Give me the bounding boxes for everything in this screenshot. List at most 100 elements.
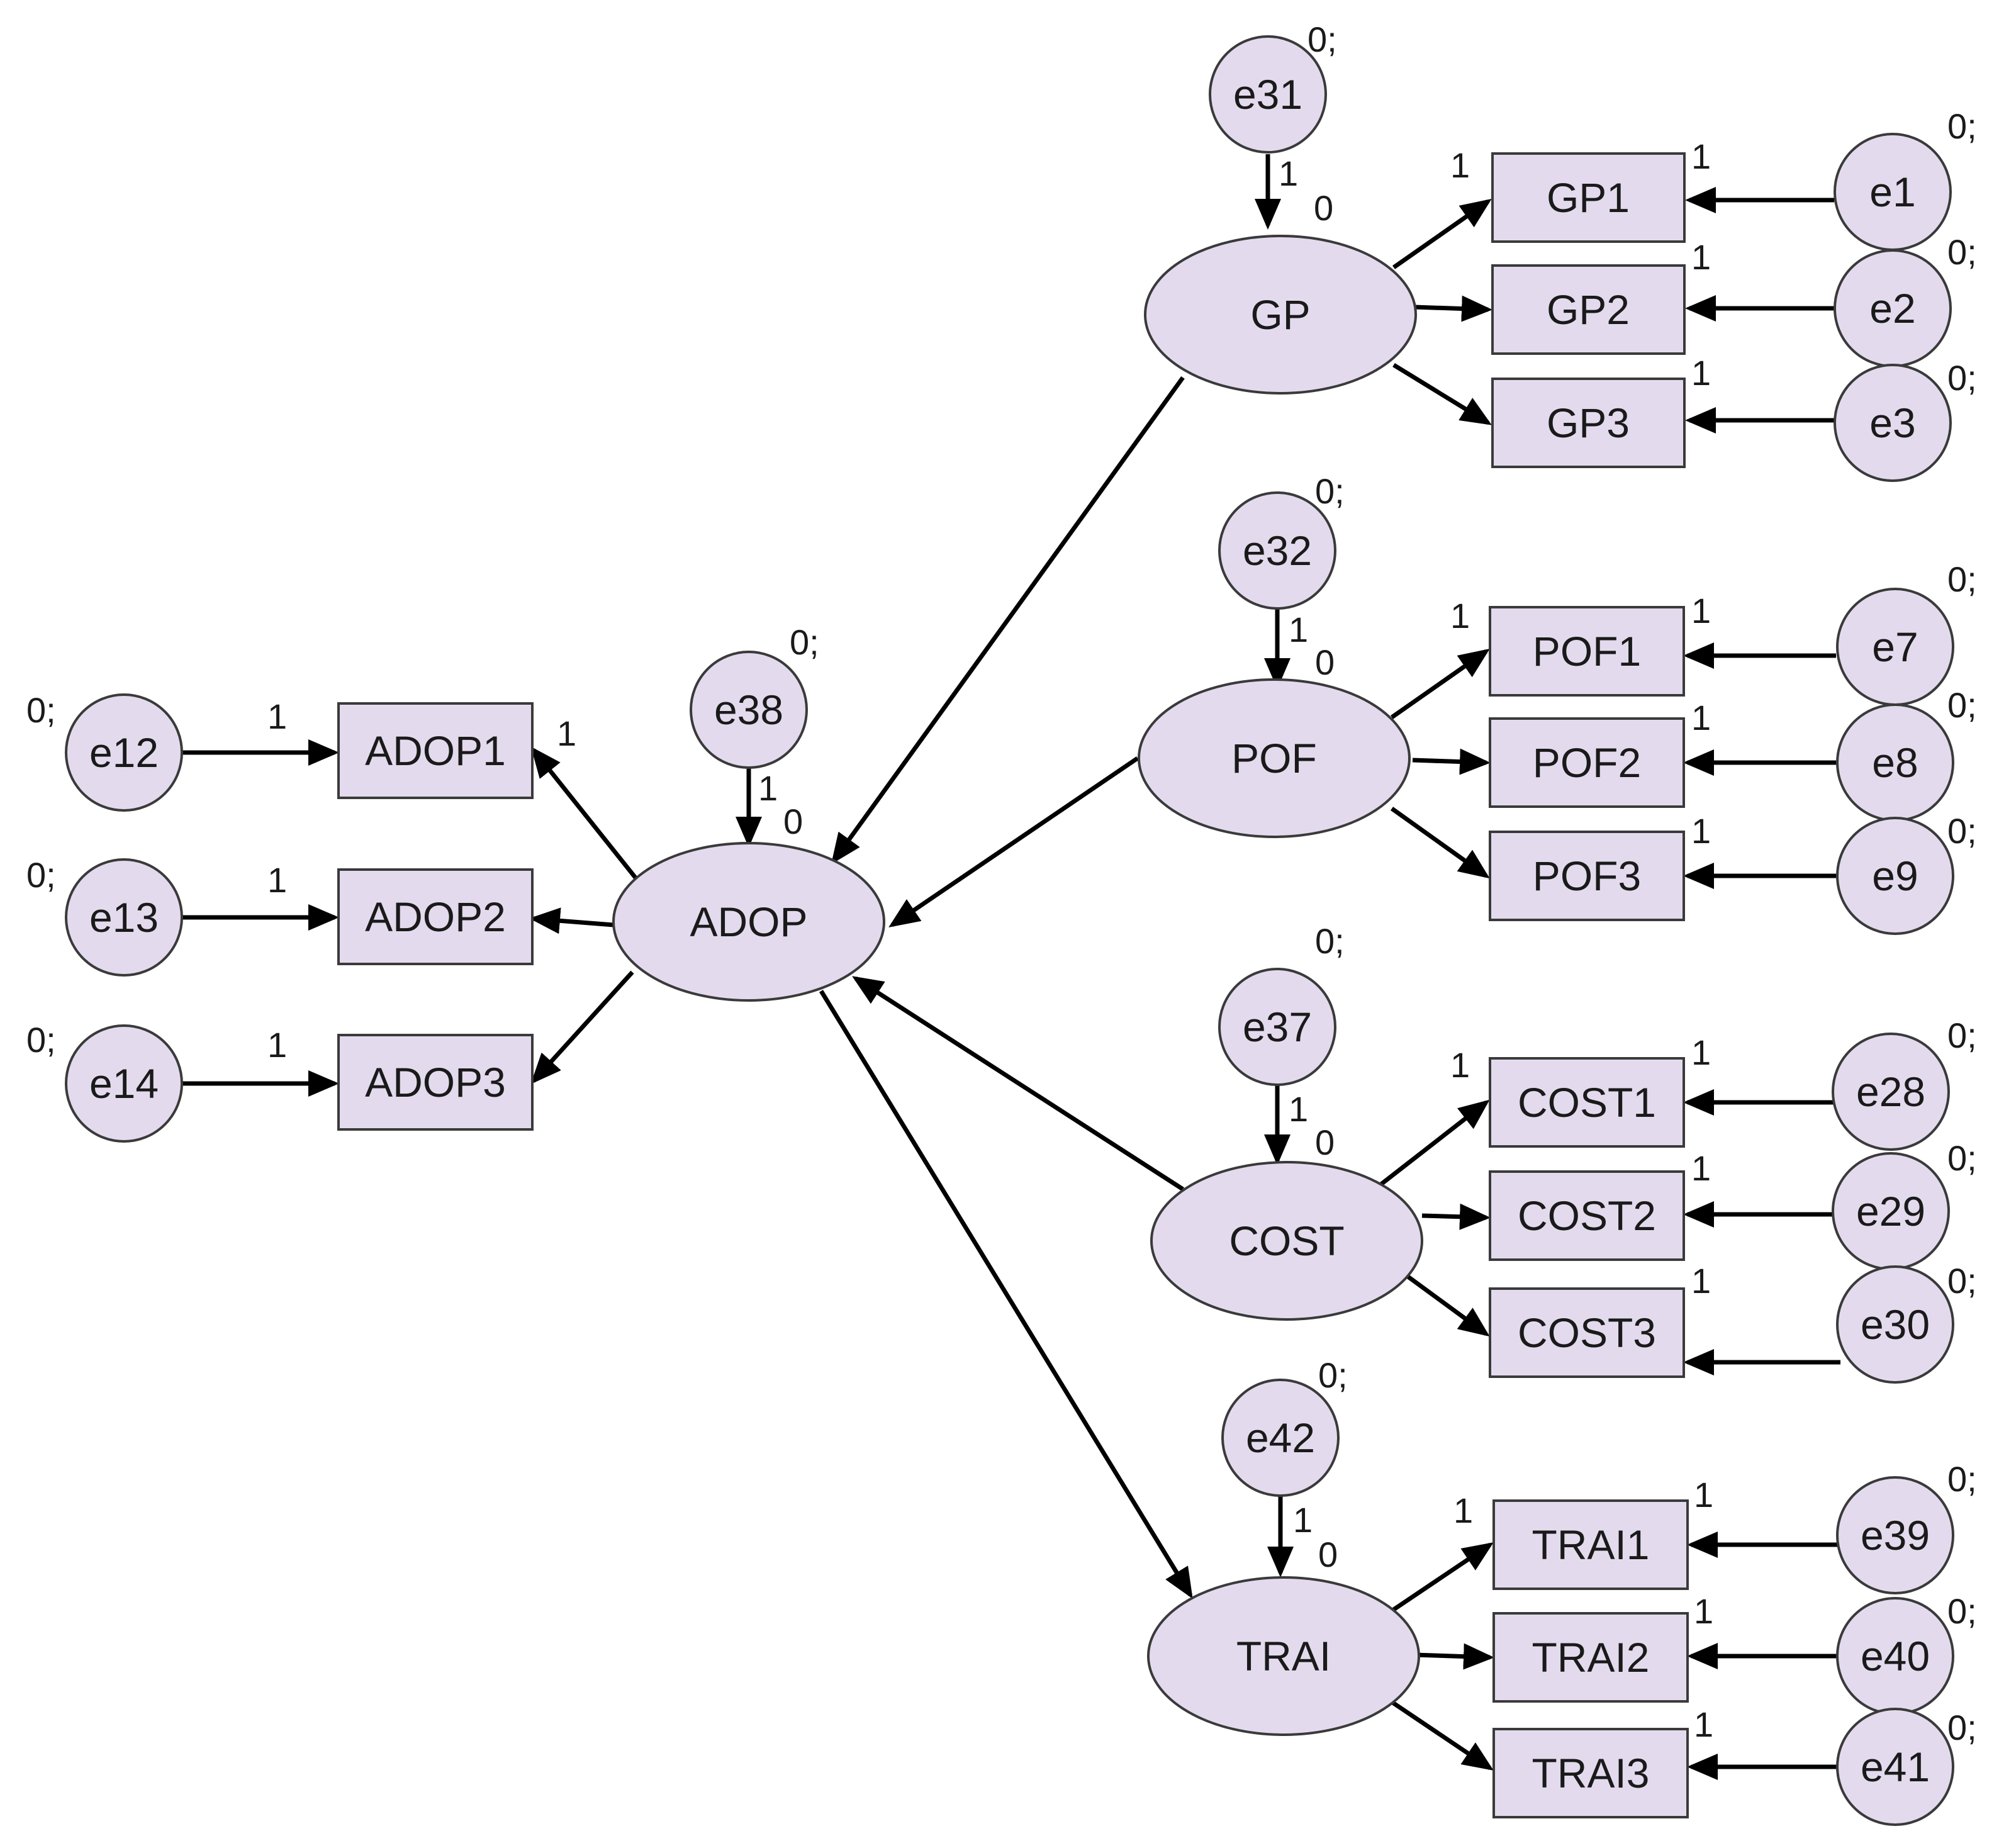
- error-e42[interactable]: e42: [1221, 1379, 1340, 1497]
- observed-trai3-box: [1492, 1728, 1689, 1818]
- error-e39-circle: [1836, 1476, 1954, 1594]
- edge-adop-adop3: [530, 970, 634, 1085]
- error-weight-e2-gp2: 1: [1691, 237, 1711, 277]
- observed-gp2-box: [1491, 264, 1686, 355]
- latent-cost[interactable]: COST: [1150, 1161, 1423, 1321]
- variance-label-e38: 0;: [790, 622, 819, 662]
- error-e30-circle: [1836, 1265, 1954, 1384]
- observed-trai2[interactable]: TRAI2: [1492, 1612, 1689, 1703]
- latent-adop[interactable]: ADOP: [612, 842, 885, 1002]
- loading-label-cost-cost1: 1: [1450, 1045, 1470, 1085]
- error-weight-e40-trai2: 1: [1694, 1591, 1713, 1631]
- error-e13-label: e13: [89, 894, 159, 941]
- error-e8[interactable]: e8: [1836, 703, 1954, 822]
- observed-adop1[interactable]: ADOP1: [337, 702, 534, 799]
- observed-pof3-label: POF3: [1533, 853, 1641, 899]
- observed-adop2-label: ADOP2: [365, 893, 506, 940]
- error-weight-e39-trai1: 1: [1694, 1475, 1713, 1515]
- observed-adop3[interactable]: ADOP3: [337, 1034, 534, 1131]
- error-e14-circle: [65, 1024, 183, 1143]
- error-e41-circle: [1836, 1708, 1954, 1826]
- error-e14[interactable]: e14: [65, 1024, 183, 1143]
- observed-cost2[interactable]: COST2: [1489, 1170, 1685, 1261]
- error-e2-label: e2: [1869, 285, 1915, 332]
- latent-cost-label: COST: [1229, 1218, 1344, 1264]
- observed-pof2[interactable]: POF2: [1489, 717, 1685, 808]
- error-e7[interactable]: e7: [1836, 588, 1954, 706]
- observed-adop1-box: [337, 702, 534, 799]
- observed-trai3[interactable]: TRAI3: [1492, 1728, 1689, 1818]
- error-e38[interactable]: e38: [690, 651, 808, 769]
- error-e1-label: e1: [1869, 169, 1915, 215]
- error-e32[interactable]: e32: [1218, 491, 1336, 610]
- error-e12[interactable]: e12: [65, 693, 183, 812]
- observed-cost3[interactable]: COST3: [1489, 1287, 1685, 1378]
- latent-adop-shape: [612, 842, 885, 1002]
- observed-trai2-label: TRAI2: [1531, 1634, 1649, 1681]
- error-e40-label: e40: [1861, 1633, 1930, 1679]
- error-e30[interactable]: e30: [1836, 1265, 1954, 1384]
- edge-adop-adop2: [529, 907, 614, 934]
- error-e39-label: e39: [1861, 1512, 1930, 1559]
- observed-cost1-box: [1489, 1057, 1685, 1148]
- observed-cost3-label: COST3: [1518, 1309, 1656, 1356]
- error-e2[interactable]: e2: [1834, 249, 1952, 367]
- error-e40[interactable]: e40: [1836, 1597, 1954, 1715]
- observed-pof1[interactable]: POF1: [1489, 606, 1685, 697]
- observed-trai1-label: TRAI1: [1531, 1521, 1649, 1568]
- error-e13-circle: [65, 858, 183, 977]
- error-e37[interactable]: e37: [1218, 968, 1336, 1086]
- observed-trai1[interactable]: TRAI1: [1492, 1499, 1689, 1590]
- mean-label-cost: 0: [1315, 1123, 1335, 1162]
- error-e9-circle: [1836, 817, 1954, 935]
- latent-pof[interactable]: POF: [1138, 678, 1411, 838]
- mean-label-adop: 0: [783, 802, 803, 841]
- observed-gp2[interactable]: GP2: [1491, 264, 1686, 355]
- error-weight-e3-gp3: 1: [1691, 353, 1711, 393]
- error-e42-label: e42: [1246, 1414, 1315, 1461]
- observed-adop2[interactable]: ADOP2: [337, 868, 534, 965]
- edges: [181, 154, 1840, 1780]
- error-e39[interactable]: e39: [1836, 1476, 1954, 1594]
- error-e28[interactable]: e28: [1832, 1033, 1950, 1151]
- variance-label-e40: 0;: [1947, 1591, 1977, 1631]
- error-e13[interactable]: e13: [65, 858, 183, 977]
- mean-label-gp: 0: [1314, 188, 1333, 228]
- observed-gp1[interactable]: GP1: [1491, 152, 1686, 243]
- error-e31-circle: [1209, 35, 1327, 154]
- error-e3[interactable]: e3: [1834, 364, 1952, 482]
- error-e41[interactable]: e41: [1836, 1708, 1954, 1826]
- error-e1[interactable]: e1: [1834, 133, 1952, 251]
- path-weight-e42-trai: 1: [1293, 1500, 1313, 1540]
- latent-trai-shape: [1147, 1576, 1420, 1736]
- variance-label-e31: 0;: [1307, 20, 1337, 59]
- variance-label-e29: 0;: [1947, 1138, 1977, 1178]
- error-e37-label: e37: [1243, 1004, 1312, 1050]
- observed-gp3[interactable]: GP3: [1491, 378, 1686, 468]
- error-e28-circle: [1832, 1033, 1950, 1151]
- path-weight-e38-adop: 1: [758, 768, 778, 808]
- error-e9[interactable]: e9: [1836, 817, 1954, 935]
- error-e31[interactable]: e31: [1209, 35, 1327, 154]
- observed-pof3[interactable]: POF3: [1489, 831, 1685, 921]
- edge-gp-gp1: [1392, 198, 1492, 269]
- error-e3-circle: [1834, 364, 1952, 482]
- latent-trai[interactable]: TRAI: [1147, 1576, 1420, 1736]
- observed-cost1[interactable]: COST1: [1489, 1057, 1685, 1148]
- edge-gp-gp3: [1392, 363, 1492, 425]
- error-weight-e41-trai3: 1: [1694, 1705, 1713, 1744]
- observed-pof2-label: POF2: [1533, 739, 1641, 786]
- observed-gp1-box: [1491, 152, 1686, 243]
- error-weight-e30-cost3: 1: [1691, 1261, 1711, 1301]
- path-weight-e37-cost: 1: [1289, 1089, 1308, 1129]
- edge-pof-pof2: [1412, 748, 1491, 775]
- error-weight-e13-adop2: 1: [267, 860, 287, 900]
- error-e29[interactable]: e29: [1832, 1152, 1950, 1270]
- latent-gp[interactable]: GP: [1144, 235, 1417, 395]
- latent-pof-label: POF: [1231, 735, 1317, 781]
- variance-label-e1: 0;: [1947, 106, 1977, 146]
- error-e41-label: e41: [1861, 1744, 1930, 1790]
- observed-gp2-label: GP2: [1547, 286, 1630, 333]
- observed-gp3-label: GP3: [1547, 400, 1630, 446]
- latent-cost-shape: [1150, 1161, 1423, 1321]
